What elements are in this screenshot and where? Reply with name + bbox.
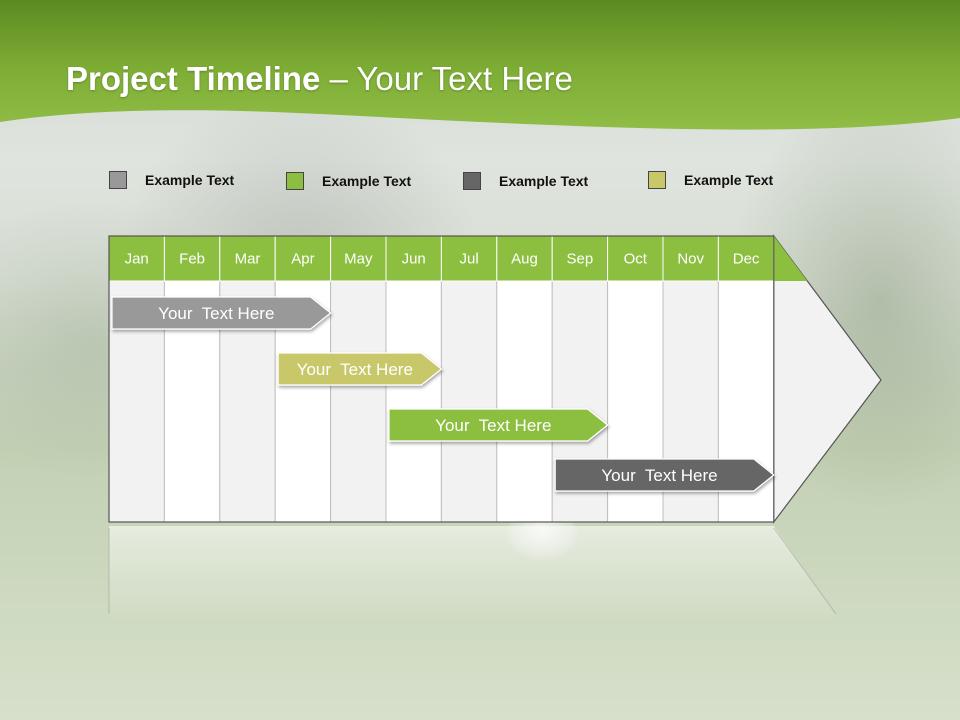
month-label: Jan (125, 251, 149, 268)
task-arrow-shape (111, 296, 332, 330)
month-column (385, 280, 442, 523)
month-header-cell (163, 235, 221, 282)
month-header-cell (440, 235, 498, 282)
month-header-cell (607, 235, 664, 282)
chart-reflection (109, 526, 841, 622)
arrow-head-header (773, 236, 808, 281)
month-label: Oct (624, 251, 648, 268)
legend-label: Example Text (684, 172, 774, 188)
month-label: Aug (511, 251, 538, 268)
header-wave (0, 0, 960, 130)
month-column (330, 280, 387, 523)
month-label: Sep (567, 251, 594, 268)
month-column (440, 280, 498, 523)
legend-item-2: Example Text (286, 171, 411, 191)
month-label: Mar (235, 251, 261, 268)
month-column (496, 280, 553, 523)
title-rest: – Your Text Here (320, 60, 573, 97)
header-banner (0, 0, 960, 130)
month-label: Feb (179, 251, 205, 268)
legend-item-4: Example Text (648, 170, 773, 190)
title-bold: Project Timeline (66, 60, 321, 97)
month-label: Jun (402, 251, 426, 268)
legend-label: Example Text (322, 173, 412, 189)
legend-swatch (109, 171, 127, 189)
task-arrow: Your Text Here (554, 458, 775, 492)
legend-label: Example Text (145, 172, 235, 188)
timeline-frame (108, 235, 775, 523)
month-label: Jul (460, 251, 479, 268)
month-header-cell (330, 235, 387, 282)
month-label: May (344, 251, 373, 268)
month-label: Apr (291, 251, 314, 268)
month-header-cell (274, 235, 332, 282)
month-header-cell (385, 235, 442, 282)
task-label: Your Text Here (297, 360, 413, 379)
month-label: Dec (733, 251, 760, 268)
reflection-edge-right (773, 527, 837, 615)
legend-item-3: Example Text (463, 171, 588, 191)
task-arrow: Your Text Here (111, 296, 332, 330)
task-label: Your Text Here (158, 304, 274, 323)
task-arrow-shape (277, 352, 443, 386)
task-arrow-shape (388, 408, 609, 442)
month-header-cell (551, 235, 609, 282)
page-title: Project Timeline – Your Text Here (66, 60, 573, 98)
task-arrow-shape (554, 458, 775, 492)
month-header-cell (662, 235, 719, 282)
legend-label: Example Text (499, 173, 589, 189)
legend-swatch (648, 171, 666, 189)
legend-item-1: Example Text (109, 170, 234, 190)
task-label: Your Text Here (435, 416, 551, 435)
task-arrow: Your Text Here (277, 352, 443, 386)
month-label: Nov (677, 251, 704, 268)
task-arrow: Your Text Here (388, 408, 609, 442)
legend-swatch (286, 172, 304, 190)
task-label: Your Text Here (601, 466, 717, 485)
legend-swatch (463, 172, 481, 190)
